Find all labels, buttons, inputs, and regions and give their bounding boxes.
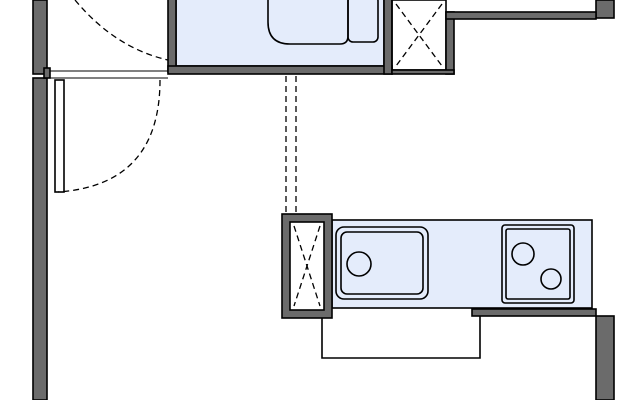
right-wall-lower (595, 315, 615, 400)
kitchen (321, 219, 597, 359)
burner-small (540, 268, 562, 290)
shoe-storage-closet (391, 0, 455, 75)
burner-large (511, 242, 535, 266)
closet-outline (391, 0, 447, 71)
bathroom-wall-right (383, 0, 393, 75)
bathroom-fixture-area (175, 0, 385, 67)
closet-cross-a (395, 3, 443, 67)
refrigerator-space (281, 213, 333, 319)
entrance-door-swing-arc (57, 79, 161, 193)
upper-door-swing-arc (74, 0, 169, 61)
interior-partition (445, 11, 597, 20)
closet-wall-right (445, 11, 455, 75)
stove-top (505, 228, 571, 300)
dashed-ceiling-line (285, 76, 297, 216)
entrance (43, 0, 169, 193)
two-burner-stove (501, 224, 575, 304)
left-wall-upper (32, 0, 48, 75)
toilet-bowl (267, 0, 349, 45)
left-wall-lower (32, 77, 48, 400)
closet-cross-b (395, 3, 443, 67)
bathroom-wall-bottom (167, 65, 393, 75)
bathroom-wall-left (167, 0, 177, 73)
fridge-cross-b (293, 225, 321, 307)
kitchen-sink (335, 226, 429, 300)
entrance-door-leaf (54, 79, 65, 193)
bathroom (167, 0, 393, 75)
kitchen-sink-inner (340, 231, 424, 295)
closet-wall-bottom (391, 69, 455, 75)
right-wall-upper (595, 0, 615, 19)
sink-drain (346, 251, 372, 277)
exterior-walls (32, 0, 615, 400)
counter-back-wall (471, 308, 597, 317)
entrance-post (43, 67, 51, 79)
kitchen-floor-mat (321, 316, 481, 359)
